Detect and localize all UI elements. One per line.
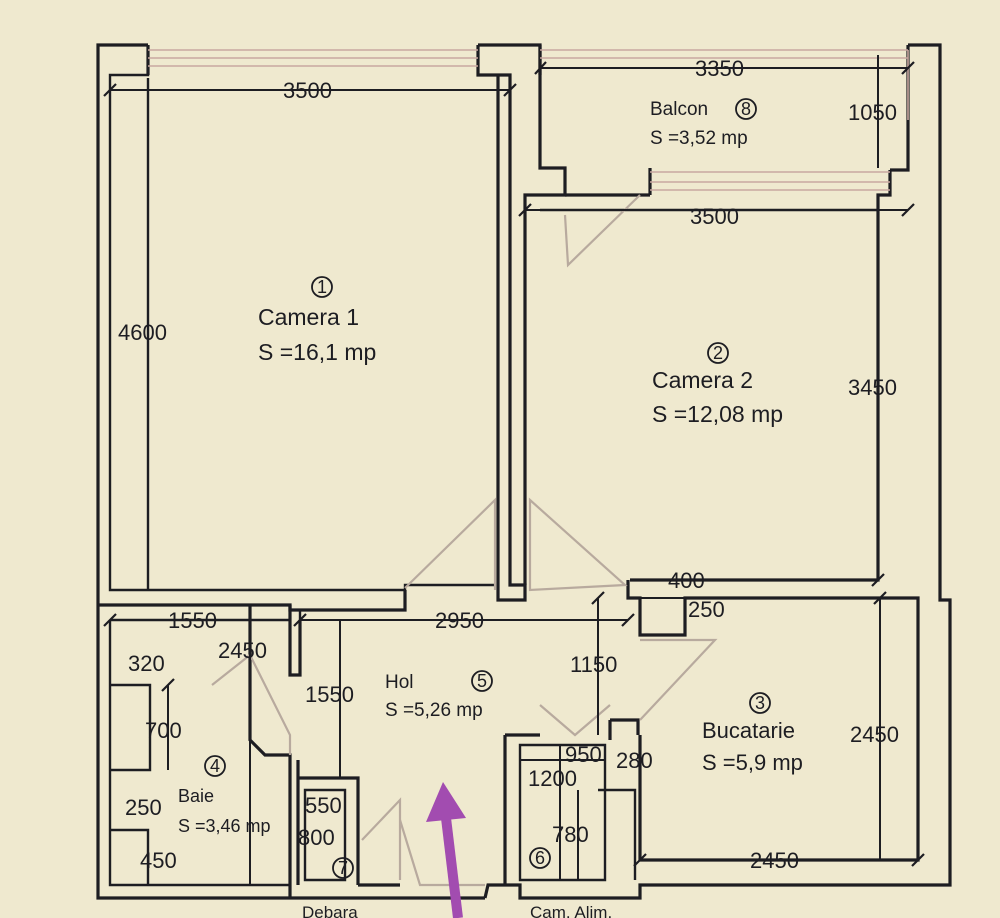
door-baie <box>211 653 292 755</box>
room-name: Camera 2 <box>652 367 753 393</box>
windows <box>148 49 909 191</box>
dim-balcon-depth: 1050 <box>848 100 897 125</box>
room-number: 6 <box>535 848 545 868</box>
debara-inner <box>303 788 347 882</box>
baie-inner-right <box>108 620 292 887</box>
dim-cam-1200: 1200 <box>528 766 577 791</box>
room-number: 5 <box>477 671 487 691</box>
dim-niche-400: 400 <box>668 568 705 593</box>
dim-camera1-height: 4600 <box>118 320 167 345</box>
room-number: 4 <box>210 756 220 776</box>
door-camera2 <box>528 497 628 592</box>
room-bucatarie: 3 Bucatarie S =5,9 mp <box>702 692 803 775</box>
cam-alim-walls <box>503 718 640 885</box>
room-number-badge <box>707 342 729 364</box>
room-area: S =5,26 mp <box>385 700 483 721</box>
dim-baie-450: 450 <box>140 848 177 873</box>
room-camera1: 1 Camera 1 S =16,1 mp <box>258 276 376 365</box>
room-number-badge <box>332 857 354 879</box>
dim-bucatarie-height: 2450 <box>850 722 899 747</box>
room-number: 8 <box>741 99 751 119</box>
room-area: S =16,1 mp <box>258 339 376 365</box>
door-swings <box>211 194 718 887</box>
room-area: S =3,52 mp <box>650 128 748 149</box>
baie-fixture-tub <box>110 683 152 772</box>
dim-cam-950: 950 <box>565 742 602 767</box>
dim-bucatarie-width: 2450 <box>750 848 799 873</box>
dimension-lines <box>103 55 925 885</box>
door-balcon <box>563 194 641 268</box>
dim-camera1-width: 3500 <box>283 78 332 103</box>
room-name: Bucatarie <box>702 718 795 743</box>
dim-balcon-width: 3350 <box>695 56 744 81</box>
dim-baie-width: 1550 <box>168 608 217 633</box>
door-bucatarie <box>639 638 718 721</box>
dim-camera2-height: 3450 <box>848 375 897 400</box>
room-debara: 7 Debara <box>302 857 358 918</box>
room-area: S =12,08 mp <box>652 401 783 427</box>
room-name: Cam. Alim. <box>530 903 612 918</box>
dim-baie-320: 320 <box>128 651 165 676</box>
outer-wall-right <box>908 43 952 862</box>
room-number-badge <box>204 755 226 777</box>
door-camera1 <box>404 497 497 590</box>
room-number-badge <box>735 98 757 120</box>
dim-baie-700: 700 <box>145 718 182 743</box>
room-number: 2 <box>713 343 723 363</box>
room-balcon: Balcon 8 S =3,52 mp <box>650 98 757 149</box>
door-hall <box>398 819 485 887</box>
room-area: S =5,9 mp <box>702 750 803 775</box>
dim-cam-780: 780 <box>552 822 589 847</box>
dim-baie-height: 2450 <box>218 638 267 663</box>
arrow-head <box>426 782 466 822</box>
room-cam-alim: 6 Cam. Alim. <box>529 847 612 918</box>
walls <box>96 43 952 900</box>
dim-hol-1150: 1150 <box>570 652 617 677</box>
room-baie: 4 Baie S =3,46 mp <box>178 755 271 836</box>
debara-walls <box>296 760 360 885</box>
dimension-labels: 3500 4600 3350 1050 3500 3450 2950 1550 … <box>118 56 899 873</box>
room-number: 1 <box>317 277 327 297</box>
dim-cam-280: 280 <box>616 748 653 773</box>
entrance-arrow <box>426 782 466 918</box>
cam-alim-inner <box>518 743 637 882</box>
room-name: Balcon <box>650 99 708 120</box>
dim-debara-800: 800 <box>298 825 335 850</box>
room-name: Camera 1 <box>258 304 359 330</box>
room-number-badge <box>749 692 771 714</box>
room-number-badge <box>471 670 493 692</box>
dim-debara-550: 550 <box>305 793 342 818</box>
balcon-walls <box>538 45 892 582</box>
room-name: Hol <box>385 672 414 693</box>
dim-hol-width: 2950 <box>435 608 484 633</box>
room-hol: Hol 5 S =5,26 mp <box>385 670 493 721</box>
room-number-badge <box>311 276 333 298</box>
room-number: 7 <box>338 858 348 878</box>
room-area: S =3,46 mp <box>178 816 271 836</box>
baie-fixture-sink <box>110 828 150 885</box>
room-number: 3 <box>755 693 765 713</box>
room-camera2: 2 Camera 2 S =12,08 mp <box>652 342 783 427</box>
dim-camera2-width: 3500 <box>690 204 739 229</box>
door-cam-alim <box>539 704 611 737</box>
dim-baie-250: 250 <box>125 795 162 820</box>
room-name: Baie <box>178 786 214 806</box>
dim-hol-1550: 1550 <box>305 682 354 707</box>
outer-wall-bottom-right <box>483 862 952 900</box>
door-debara <box>361 797 402 880</box>
dim-niche-250: 250 <box>688 597 725 622</box>
room-number-badge <box>529 847 551 869</box>
room-name: Debara <box>302 903 358 918</box>
